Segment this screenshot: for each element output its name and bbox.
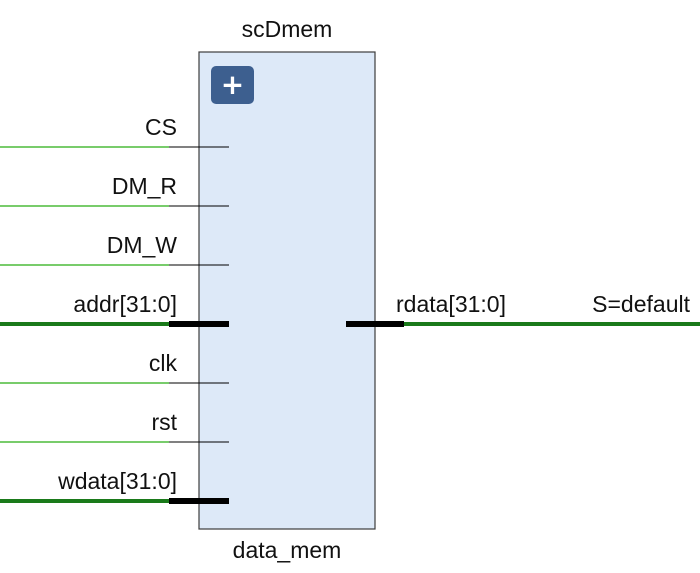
input-port-label: DM_R: [112, 173, 177, 199]
module-block[interactable]: [198, 51, 376, 530]
input-port[interactable]: clk: [0, 350, 229, 384]
input-port-label: addr[31:0]: [73, 291, 177, 317]
input-port[interactable]: addr[31:0]: [0, 291, 229, 327]
input-port-label: wdata[31:0]: [57, 468, 177, 494]
input-port-label: CS: [145, 114, 177, 140]
instance-name: data_mem: [233, 537, 342, 563]
output-port-label: rdata[31:0]: [396, 291, 506, 317]
input-port[interactable]: CS: [0, 114, 229, 148]
input-port[interactable]: DM_R: [0, 173, 229, 207]
input-port[interactable]: wdata[31:0]: [0, 468, 229, 504]
output-port[interactable]: rdata[31:0] S=default: [346, 291, 700, 327]
input-port-label: clk: [149, 350, 178, 376]
input-port-label: DM_W: [107, 232, 178, 258]
input-ports: CS DM_R DM_W addr[31:0] clk rst wdata[31:0]: [0, 114, 229, 504]
input-port[interactable]: DM_W: [0, 232, 229, 266]
input-port[interactable]: rst: [0, 409, 229, 443]
plus-icon: +: [221, 68, 244, 101]
input-port-label: rst: [151, 409, 177, 435]
net-label: S=default: [592, 291, 690, 317]
output-ports: rdata[31:0] S=default: [346, 291, 700, 327]
module-name: scDmem: [242, 16, 333, 42]
expand-button[interactable]: +: [211, 66, 254, 104]
